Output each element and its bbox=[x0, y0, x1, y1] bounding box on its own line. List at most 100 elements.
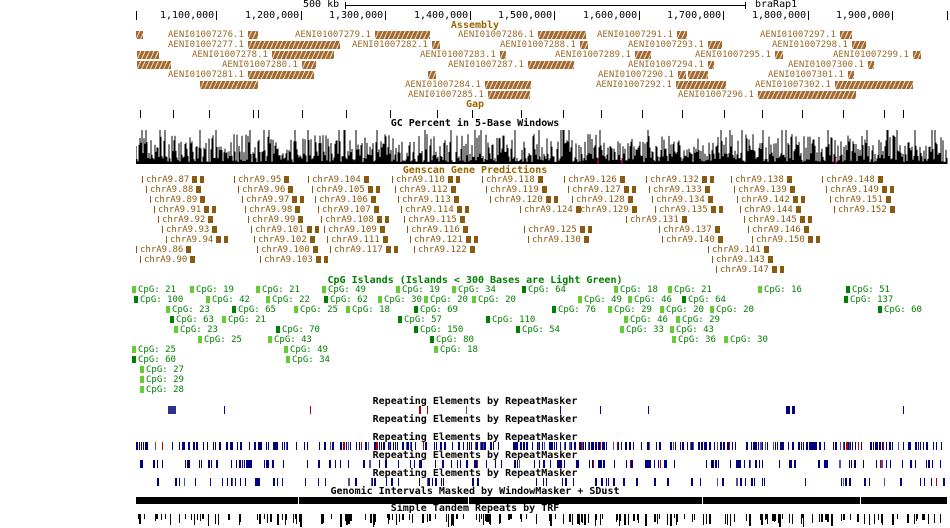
gene-item[interactable] bbox=[447, 176, 453, 183]
cpg-island[interactable] bbox=[286, 356, 290, 363]
gene-item[interactable] bbox=[786, 176, 792, 183]
repeatmasker-title[interactable]: Repeating Elements by RepeatMasker bbox=[372, 450, 578, 461]
assembly-item[interactable] bbox=[487, 91, 530, 99]
gap-item[interactable] bbox=[173, 110, 174, 118]
repeat-item[interactable] bbox=[903, 406, 904, 414]
cpg-island[interactable] bbox=[660, 306, 664, 313]
assembly-item[interactable] bbox=[137, 51, 159, 59]
assembly-item[interactable] bbox=[247, 71, 314, 79]
gene-item[interactable] bbox=[288, 186, 294, 193]
cpg-island[interactable] bbox=[758, 286, 762, 293]
gene-item[interactable] bbox=[309, 236, 315, 243]
cpg-island[interactable] bbox=[198, 336, 202, 343]
windowmasker-track-title[interactable]: Genomic Intervals Masked by WindowMasker… bbox=[330, 486, 620, 497]
cpg-island[interactable] bbox=[284, 346, 288, 353]
gene-item[interactable] bbox=[363, 176, 369, 183]
gap-item[interactable] bbox=[724, 110, 725, 118]
cpg-island[interactable] bbox=[140, 366, 144, 373]
repeat-item[interactable] bbox=[648, 406, 649, 414]
cpg-island[interactable] bbox=[132, 286, 136, 293]
gene-item[interactable] bbox=[779, 266, 784, 273]
gene-item[interactable] bbox=[537, 176, 543, 183]
cpg-island[interactable] bbox=[170, 316, 174, 323]
gap-item[interactable] bbox=[563, 110, 564, 118]
assembly-item[interactable] bbox=[774, 51, 783, 59]
gene-item[interactable] bbox=[799, 216, 805, 223]
gap-item[interactable] bbox=[437, 110, 438, 118]
cpg-island[interactable] bbox=[516, 326, 520, 333]
cpg-island[interactable] bbox=[322, 286, 326, 293]
cpg-island[interactable] bbox=[668, 286, 672, 293]
assembly-item[interactable] bbox=[912, 51, 921, 59]
gene-item[interactable] bbox=[295, 206, 301, 213]
repeatmasker-title[interactable]: Repeating Elements by RepeatMasker bbox=[372, 396, 578, 407]
cpg-island[interactable] bbox=[452, 286, 456, 293]
cpg-island[interactable] bbox=[140, 386, 144, 393]
gene-item[interactable] bbox=[807, 216, 812, 223]
gene-item[interactable] bbox=[314, 226, 319, 233]
cpg-island[interactable] bbox=[132, 346, 136, 353]
gene-item[interactable] bbox=[200, 196, 206, 203]
gene-item[interactable] bbox=[376, 216, 382, 223]
gene-item[interactable] bbox=[192, 176, 198, 183]
cpg-island[interactable] bbox=[578, 296, 582, 303]
assembly-item[interactable] bbox=[431, 41, 440, 49]
gap-item[interactable] bbox=[802, 110, 803, 118]
gene-item[interactable] bbox=[583, 236, 589, 243]
assembly-item[interactable] bbox=[757, 91, 856, 99]
cpg-island[interactable] bbox=[324, 296, 328, 303]
gene-item[interactable] bbox=[718, 206, 723, 213]
repeat-item[interactable] bbox=[224, 406, 225, 414]
cpg-island[interactable] bbox=[522, 286, 526, 293]
genscan-track-title[interactable]: Genscan Gene Predictions bbox=[402, 165, 548, 176]
repeat-item[interactable] bbox=[168, 406, 176, 414]
assembly-item[interactable] bbox=[851, 41, 866, 49]
assembly-item[interactable] bbox=[867, 61, 874, 69]
cpg-island[interactable] bbox=[174, 326, 178, 333]
assembly-item[interactable] bbox=[428, 71, 436, 79]
gene-item[interactable] bbox=[575, 206, 581, 213]
repeat-item[interactable] bbox=[466, 406, 467, 414]
assembly-item[interactable] bbox=[537, 31, 586, 39]
cpg-island[interactable] bbox=[132, 356, 136, 363]
gene-item[interactable] bbox=[459, 216, 465, 223]
gene-item[interactable] bbox=[681, 216, 687, 223]
assembly-item[interactable] bbox=[707, 61, 714, 69]
cpg-island[interactable] bbox=[190, 286, 194, 293]
cpg-island[interactable] bbox=[682, 296, 686, 303]
assembly-item[interactable] bbox=[527, 61, 574, 69]
repeat-item[interactable] bbox=[310, 406, 311, 414]
gene-item[interactable] bbox=[877, 176, 883, 183]
assembly-item[interactable] bbox=[374, 31, 430, 39]
assembly-item[interactable] bbox=[834, 81, 913, 89]
assembly-item[interactable] bbox=[247, 31, 258, 39]
gap-item[interactable] bbox=[390, 110, 391, 118]
gap-item[interactable] bbox=[682, 110, 683, 118]
cpg-island[interactable] bbox=[206, 296, 210, 303]
assembly-item[interactable] bbox=[634, 51, 651, 59]
gene-item[interactable] bbox=[815, 236, 820, 243]
gene-item[interactable] bbox=[587, 226, 592, 233]
gene-item[interactable] bbox=[627, 196, 633, 203]
gene-item[interactable] bbox=[370, 196, 376, 203]
cpg-island[interactable] bbox=[552, 306, 556, 313]
repeatmasker-title[interactable]: Repeating Elements by RepeatMasker bbox=[372, 432, 578, 443]
gene-item[interactable] bbox=[707, 196, 713, 203]
gene-item[interactable] bbox=[631, 206, 637, 213]
gene-item[interactable] bbox=[763, 246, 769, 253]
gene-item[interactable] bbox=[453, 196, 459, 203]
gene-item[interactable] bbox=[208, 216, 214, 223]
cpg-island[interactable] bbox=[140, 376, 144, 383]
gene-item[interactable] bbox=[579, 226, 585, 233]
repeat-item[interactable] bbox=[419, 406, 421, 414]
cpg-island[interactable] bbox=[166, 306, 170, 313]
assembly-item[interactable] bbox=[136, 31, 143, 39]
gene-item[interactable] bbox=[631, 186, 636, 193]
gene-item[interactable] bbox=[292, 196, 298, 203]
gene-item[interactable] bbox=[373, 206, 379, 213]
cpg-island[interactable] bbox=[276, 326, 280, 333]
gene-item[interactable] bbox=[212, 226, 218, 233]
cpg-island[interactable] bbox=[676, 316, 680, 323]
cpg-island[interactable] bbox=[398, 316, 402, 323]
gene-item[interactable] bbox=[792, 196, 798, 203]
